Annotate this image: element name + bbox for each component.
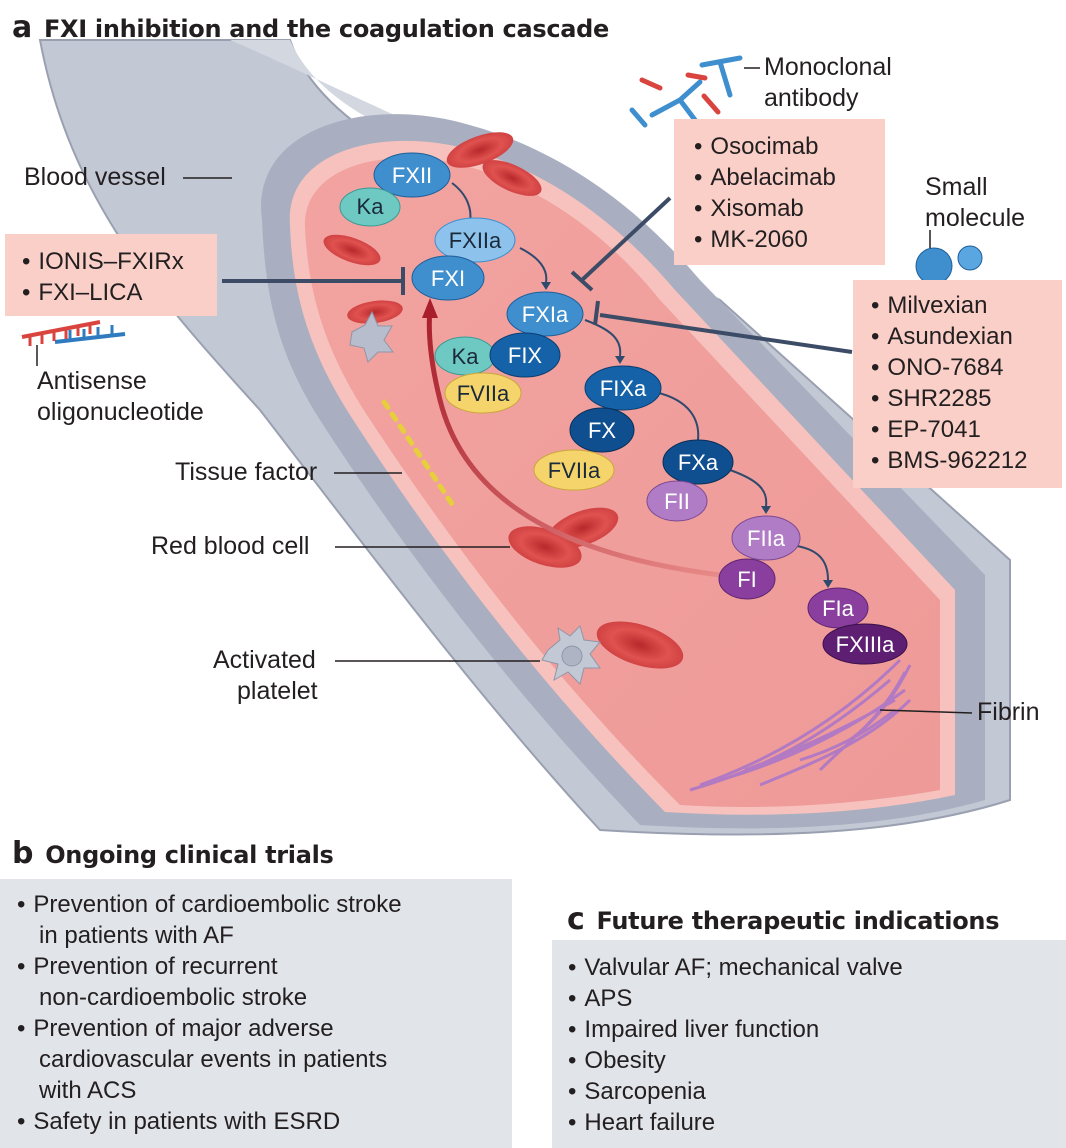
label-red-blood-cell: Red blood cell — [151, 532, 310, 560]
tissue-factor-marks — [381, 399, 455, 506]
svg-text:FXIIIa: FXIIIa — [836, 632, 895, 657]
panel-c-letter: c — [567, 902, 585, 937]
trial-item: Prevention of major adversecardiovascula… — [17, 1013, 512, 1106]
antibody-drug-box: Osocimab Abelacimab Xisomab MK-2060 — [674, 119, 885, 265]
label-monoclonal-line1: Monoclonal — [764, 53, 892, 81]
antisense-drug-box: IONIS–FXIRx FXI–LICA — [5, 234, 217, 316]
small-molecule-icon — [915, 245, 983, 285]
panel-c-title: c Future therapeutic indications — [567, 902, 1000, 937]
factor-fia: FIa — [807, 587, 869, 629]
monoclonal-antibody-icon — [629, 55, 743, 128]
factor-fxia: FXIa — [506, 291, 584, 337]
label-antisense-line2: oligonucleotide — [37, 398, 204, 426]
factor-fiia: FIIa — [731, 515, 801, 561]
drug-item: FXI–LICA — [22, 277, 217, 308]
svg-text:FIa: FIa — [822, 596, 855, 621]
drug-item: Xisomab — [694, 193, 885, 224]
label-fibrin: Fibrin — [977, 698, 1040, 726]
svg-text:FX: FX — [588, 418, 616, 443]
label-antisense-line1: Antisense — [37, 367, 147, 395]
panel-c-heading: Future therapeutic indications — [596, 907, 1000, 935]
factor-fi: FI — [718, 558, 776, 600]
svg-text:FVIIa: FVIIa — [548, 458, 601, 483]
future-indications-box: Valvular AF; mechanical valve APS Impair… — [552, 940, 1066, 1148]
svg-text:FXIIa: FXIIa — [449, 228, 502, 253]
indication-item: Heart failure — [568, 1107, 1066, 1138]
small-molecule-drug-box: Milvexian Asundexian ONO-7684 SHR2285 EP… — [853, 280, 1062, 488]
indication-item: Sarcopenia — [568, 1076, 1066, 1107]
factor-fii: FII — [646, 480, 708, 522]
panel-b-title: b Ongoing clinical trials — [12, 836, 334, 871]
label-tissue-factor: Tissue factor — [175, 458, 318, 486]
factor-fx: FX — [569, 407, 635, 453]
factor-ka-1: Ka — [339, 187, 401, 227]
drug-item: ONO-7684 — [871, 352, 1062, 383]
factor-fxiiia: FXIIIa — [822, 623, 908, 665]
fibrin-mesh — [689, 658, 912, 792]
drug-item: Osocimab — [694, 131, 885, 162]
svg-text:Ka: Ka — [357, 194, 385, 219]
label-small-molecule-line2: molecule — [925, 204, 1026, 232]
drug-item: SHR2285 — [871, 383, 1062, 414]
panel-a-heading: FXI inhibition and the coagulation casca… — [43, 15, 610, 43]
indication-item: Valvular AF; mechanical valve — [568, 952, 1066, 983]
antisense-oligonucleotide-icon — [21, 320, 126, 346]
trial-item: Safety in patients with ESRD — [17, 1106, 512, 1137]
factor-fviia-1: FVIIa — [444, 372, 522, 414]
factor-fxi: FXI — [411, 255, 485, 301]
svg-text:FI: FI — [737, 567, 757, 592]
svg-text:FXI: FXI — [431, 266, 465, 291]
label-monoclonal-line2: antibody — [764, 84, 859, 112]
svg-text:FII: FII — [664, 489, 690, 514]
platelet-small — [349, 310, 394, 363]
drug-item: Asundexian — [871, 321, 1062, 352]
factor-fxii: FXII — [373, 152, 451, 198]
trial-item: Prevention of recurrentnon-cardioembolic… — [17, 951, 512, 1013]
svg-text:FXII: FXII — [392, 163, 432, 188]
panel-b-heading: Ongoing clinical trials — [45, 841, 334, 869]
indication-item: Obesity — [568, 1045, 1066, 1076]
factor-ka-2: Ka — [434, 336, 496, 376]
drug-item: MK-2060 — [694, 224, 885, 255]
indication-item: APS — [568, 983, 1066, 1014]
svg-text:Ka: Ka — [452, 344, 480, 369]
red-blood-cells — [323, 132, 684, 669]
label-leaders — [36, 67, 973, 714]
indication-item: Impaired liver function — [568, 1014, 1066, 1045]
label-blood-vessel: Blood vessel — [24, 163, 166, 191]
svg-text:FIIa: FIIa — [747, 526, 786, 551]
panel-a-title: a FXI inhibition and the coagulation casc… — [12, 10, 609, 45]
label-small-molecule-line1: Small — [925, 173, 988, 201]
svg-text:FIXa: FIXa — [600, 376, 647, 401]
factor-fixa: FIXa — [584, 365, 662, 411]
label-activated-platelet-line2: platelet — [237, 677, 318, 705]
factor-fix: FIX — [489, 332, 561, 378]
svg-text:FXa: FXa — [678, 450, 719, 475]
factor-fviia-2: FVIIa — [533, 449, 615, 491]
label-activated-platelet-line1: Activated — [213, 646, 316, 674]
drug-item: Abelacimab — [694, 162, 885, 193]
drug-item: Milvexian — [871, 290, 1062, 321]
platelet-activated — [541, 625, 601, 685]
svg-text:FIX: FIX — [508, 343, 543, 368]
coagulation-factors: FXII Ka FXIIa FXI FXIa Ka FIX FVIIa FIXa… — [339, 152, 908, 665]
panel-b-letter: b — [12, 836, 34, 871]
drug-item: EP-7041 — [871, 414, 1062, 445]
factor-fxa: FXa — [662, 439, 734, 485]
vessel-lumen — [304, 157, 940, 808]
drug-item: IONIS–FXIRx — [22, 246, 217, 277]
svg-text:FXIa: FXIa — [522, 302, 569, 327]
svg-text:FVIIa: FVIIa — [457, 381, 510, 406]
drug-item: BMS-962212 — [871, 445, 1062, 476]
inhibition-lines — [222, 196, 853, 354]
coagulation-diagram: FXII Ka FXIIa FXI FXIa Ka FIX FVIIa FIXa… — [21, 39, 1011, 836]
factor-fxiia: FXIIa — [434, 217, 516, 263]
panel-a-letter: a — [12, 10, 32, 45]
